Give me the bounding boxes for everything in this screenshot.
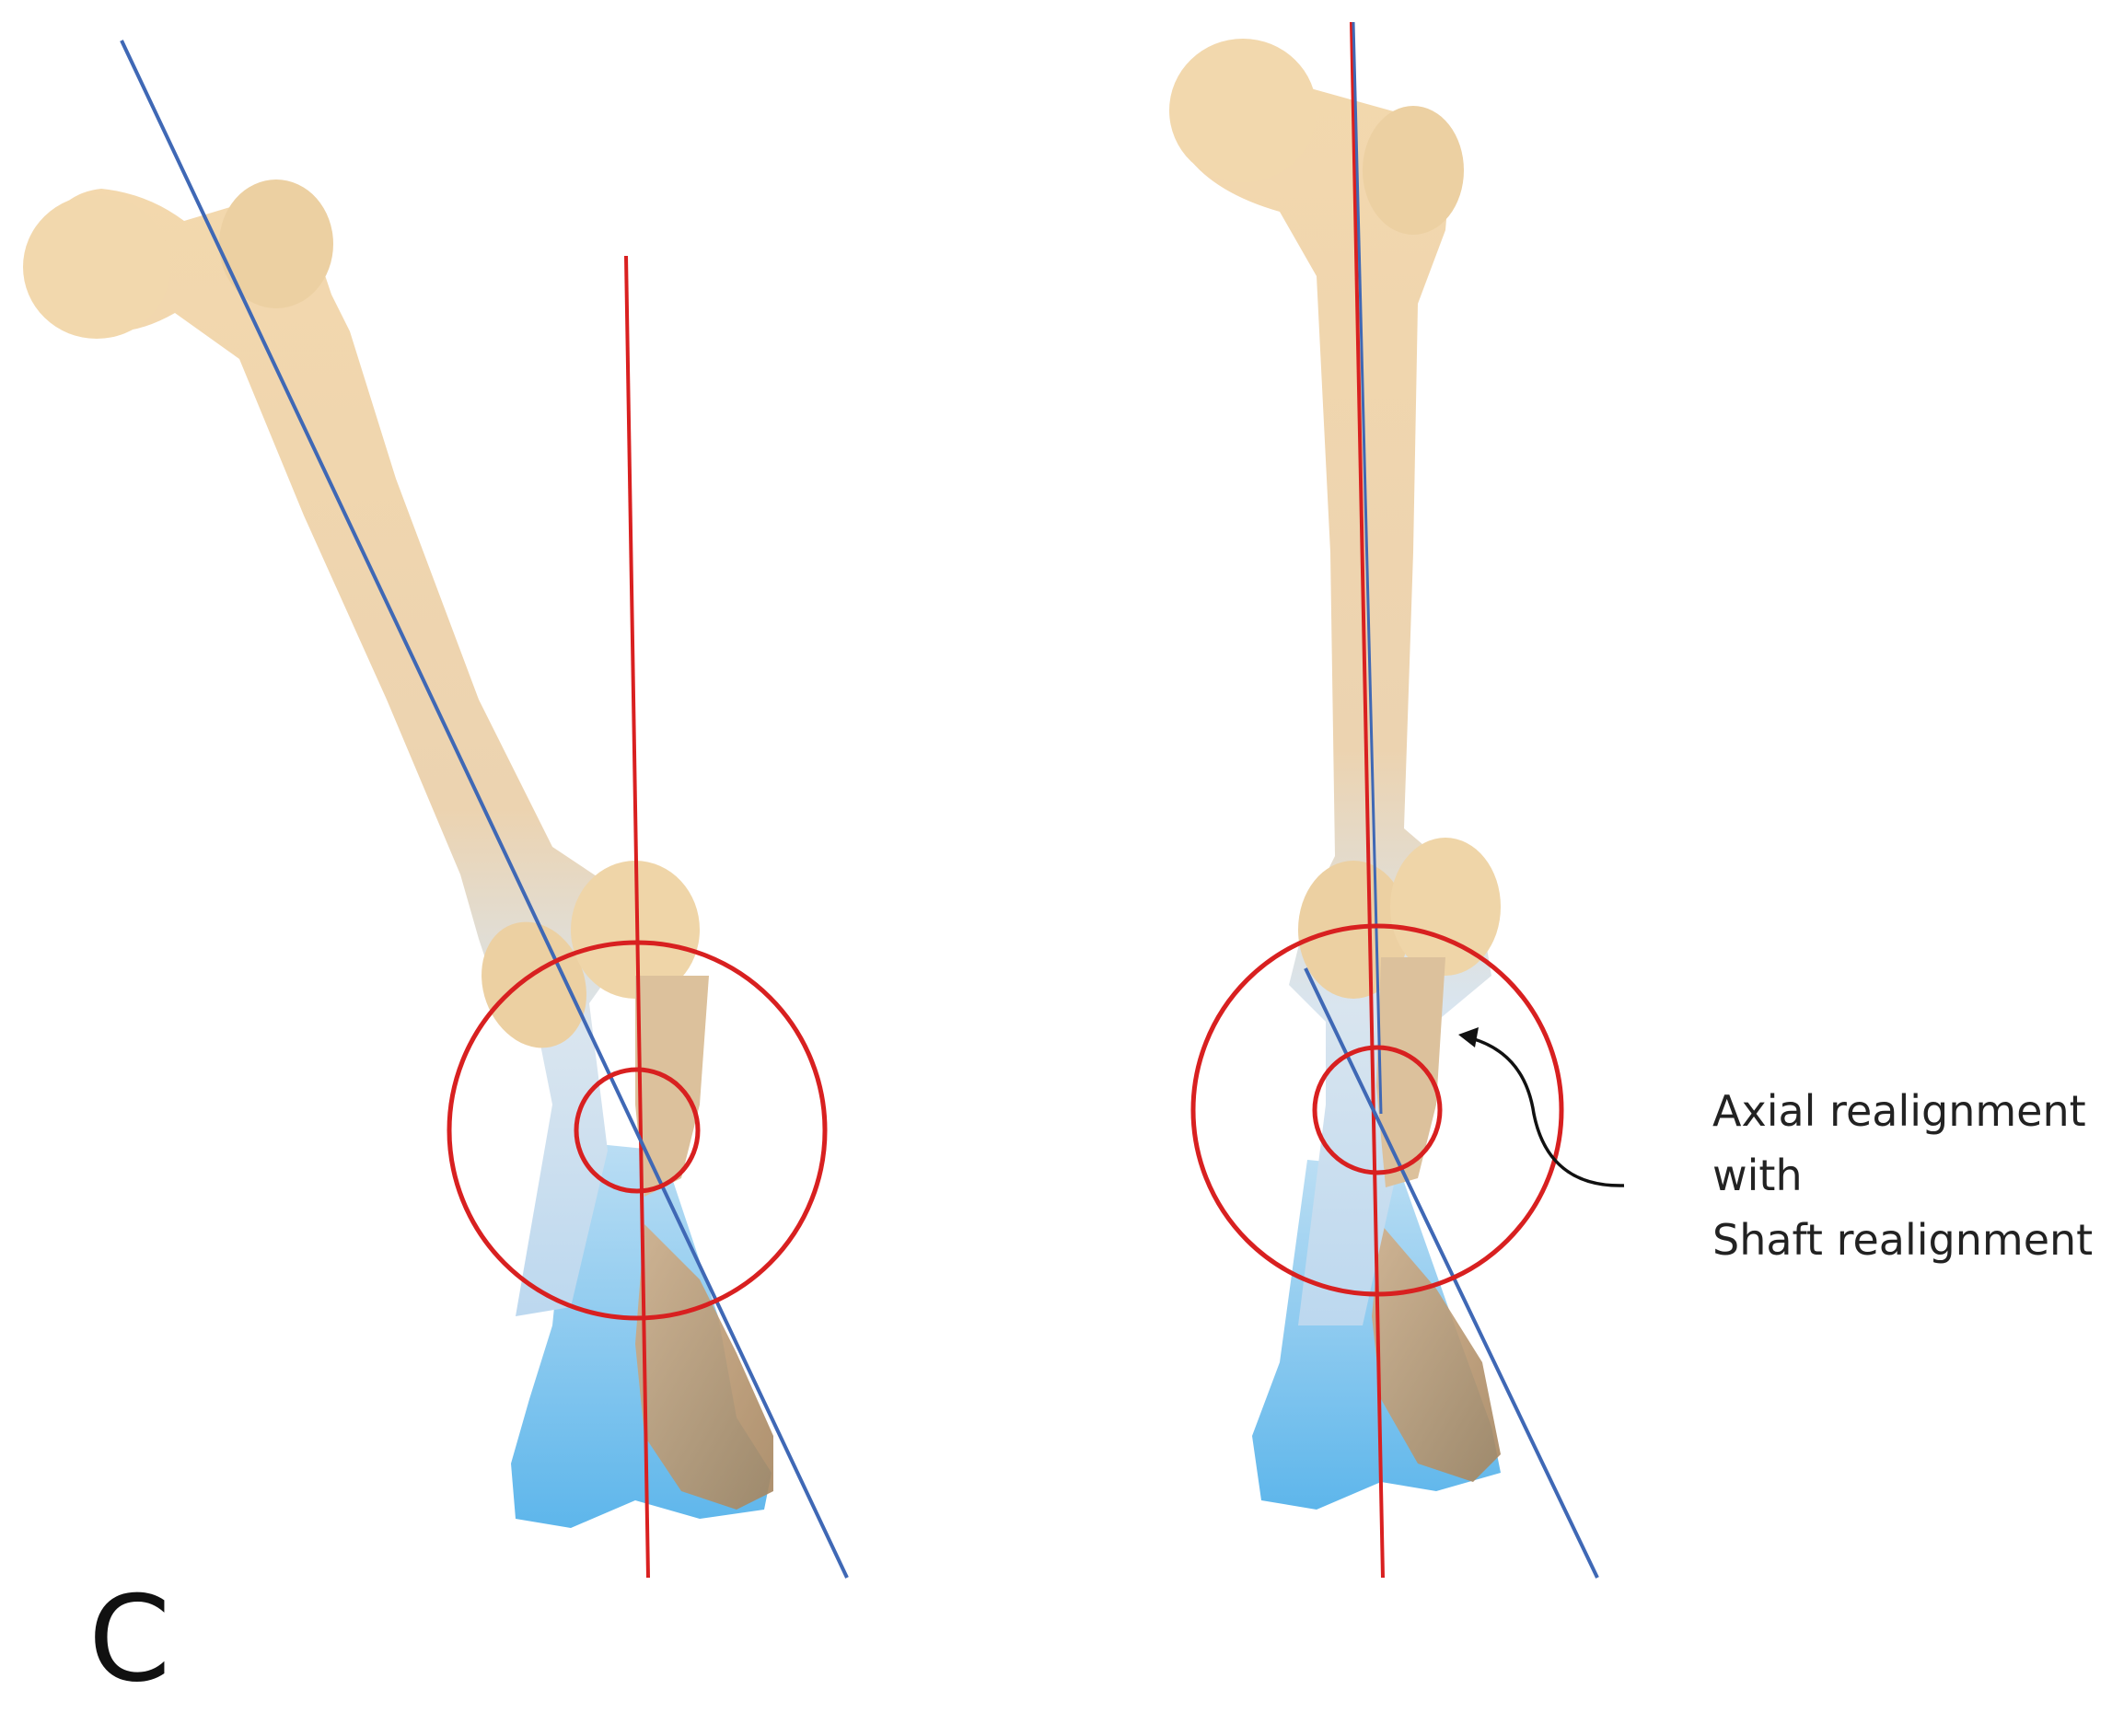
panel-label: C — [88, 1571, 171, 1708]
right-shaft-distal-stub — [1376, 957, 1445, 1187]
left-shaft-distal-stub — [635, 976, 709, 1197]
left-medial-condyle — [571, 861, 700, 999]
right-medial-condyle — [1390, 838, 1501, 976]
left-inner-circle — [574, 1067, 701, 1194]
annotation-line-2: with — [1712, 1151, 1803, 1200]
right-condyle-brown — [1372, 1224, 1501, 1482]
left-vertical-axis-line — [624, 255, 650, 1579]
right-shaft-axis-line-upper — [1352, 21, 1383, 1115]
right-outer-circle — [1190, 923, 1564, 1297]
left-femoral-head — [23, 195, 170, 339]
curved-arrow-icon — [1458, 1027, 1625, 1187]
left-greater-trochanter — [219, 179, 333, 308]
right-vertical-axis-line — [1350, 21, 1385, 1579]
left-lateral-condyle — [482, 921, 586, 1048]
right-shaft-axis-line — [1304, 967, 1599, 1579]
left-outer-circle — [447, 940, 828, 1321]
left-femur-shaft — [35, 189, 635, 1316]
left-femur — [23, 179, 773, 1528]
right-inner-circle — [1312, 1045, 1443, 1175]
left-shaft-axis-line — [120, 40, 849, 1579]
right-femoral-head — [1169, 39, 1317, 182]
right-femur-shaft — [1188, 46, 1491, 1325]
realignment-annotation: Axial realignment with Shaft realignment — [1712, 1079, 2099, 1272]
right-greater-trochanter — [1363, 106, 1464, 235]
left-condyle-brown — [635, 1224, 773, 1510]
annotation-line-3: Shaft realignment — [1712, 1215, 2094, 1265]
annotation-line-1: Axial realignment — [1712, 1086, 2086, 1136]
